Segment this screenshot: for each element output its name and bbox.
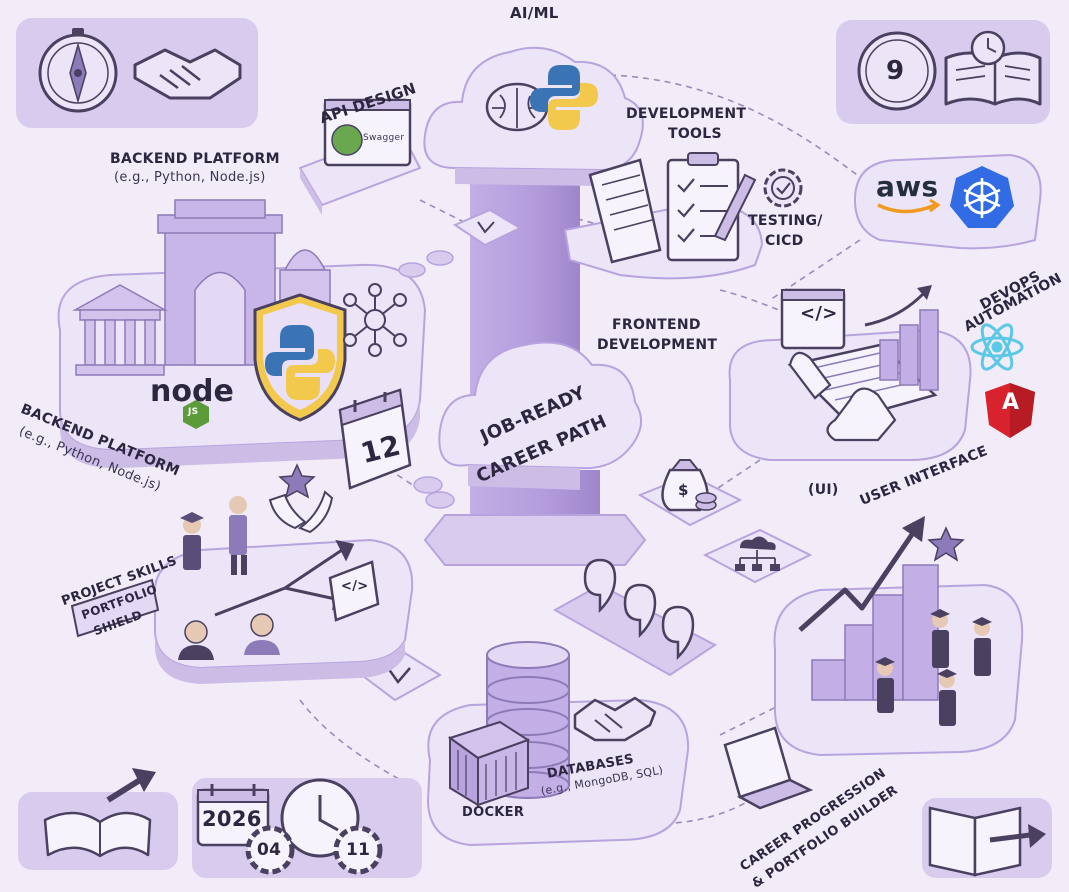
clock-icon <box>857 31 937 111</box>
alarm-clock-icon <box>280 778 360 858</box>
frontend-label-line1: FRONTEND <box>612 317 701 333</box>
checklist-icon <box>666 152 757 262</box>
swagger-label: Swagger <box>363 133 405 143</box>
temple-icon <box>72 284 168 376</box>
node-label: node <box>150 374 234 409</box>
money-bag-tile <box>637 459 743 527</box>
growth-bars-icon <box>811 564 939 701</box>
python-icon <box>530 65 598 130</box>
docker-label: DOCKER <box>462 805 525 820</box>
database-platform <box>426 641 690 847</box>
map-pin-icon <box>583 558 695 661</box>
frontend-label-line2: DEVELOPMENT <box>597 337 718 353</box>
trend-arrow-icon <box>864 285 932 327</box>
cloud-provider-platform <box>853 153 1042 250</box>
kubernetes-icon <box>950 166 1014 228</box>
code-window-small-icon <box>328 560 380 622</box>
gear-right-label: 11 <box>346 840 371 860</box>
star-icon <box>927 526 965 562</box>
node-icon <box>183 400 209 429</box>
handshake-small-icon <box>573 696 657 742</box>
compass-icon <box>38 28 118 113</box>
code-window-icon <box>780 288 846 350</box>
docker-icon <box>447 720 531 807</box>
testing-label-line1: TESTING/ <box>748 213 823 229</box>
arrow-out-icon <box>106 768 156 803</box>
calendar-2026-icon <box>196 784 270 847</box>
bottom-schedule-tile <box>192 778 422 878</box>
testing-label-line2: CICD <box>765 233 804 249</box>
git-tile-top <box>452 208 523 247</box>
backend-platform-top-title: BACKEND PLATFORM <box>110 151 280 167</box>
ai-ml-label: AI/ML <box>510 4 559 22</box>
growth-arrow-icon <box>798 516 925 632</box>
react-icon <box>970 323 1024 371</box>
code-symbol-small: </> <box>341 579 369 594</box>
book-icon <box>944 30 1042 106</box>
bar-blocks-icon <box>879 309 939 391</box>
top-left-panel <box>16 18 258 128</box>
code-symbol-label: </> <box>800 303 838 324</box>
ui-short-label: (UI) <box>808 482 839 498</box>
network-icon <box>343 283 407 357</box>
python-shield-icon <box>253 293 347 422</box>
backend-platform-area <box>57 199 427 469</box>
dev-tools-label-line2: TOOLS <box>668 126 722 142</box>
graduate-icon <box>180 496 247 575</box>
gear-icon <box>245 825 383 875</box>
bottom-left-book-tile <box>18 768 178 870</box>
open-book-icon <box>43 811 152 858</box>
project-skills-platform <box>153 463 414 684</box>
center-pillar <box>423 341 647 566</box>
career-platform <box>773 516 1024 757</box>
bottom-right-book-tile <box>922 798 1052 878</box>
aws-icon <box>877 198 941 214</box>
backend-platform-top-subtitle: (e.g., Python, Node.js) <box>114 170 266 185</box>
laptop-icon <box>723 726 814 810</box>
api-design-panel <box>298 98 422 215</box>
graduates-group-icon <box>875 609 992 726</box>
dollar-symbol: $ <box>678 481 689 499</box>
swagger-icon <box>323 98 412 167</box>
dev-tools-label-line1: DEVELOPMENT <box>626 106 747 122</box>
angular-icon <box>985 383 1035 438</box>
gear-check-icon <box>763 168 803 208</box>
aws-label: aws <box>876 170 939 203</box>
top-right-panel <box>836 20 1050 124</box>
map-pin-road <box>552 558 717 677</box>
portfolio-sign <box>70 578 160 638</box>
person-icon <box>178 613 280 660</box>
dev-tools-platform <box>563 152 803 280</box>
year-label: 2026 <box>202 807 262 831</box>
angular-letter: A <box>1002 390 1020 415</box>
hand-icon <box>788 351 897 442</box>
gear-left-label: 04 <box>257 840 282 860</box>
reading-book-icon <box>928 806 1046 877</box>
helping-hands-icon <box>268 463 334 534</box>
frontend-platform <box>728 285 972 461</box>
node-js-badge: JS <box>188 407 199 417</box>
cloud-network-tile <box>702 528 813 584</box>
money-bag-icon <box>661 459 717 512</box>
clock-number-label: 9 <box>886 56 905 86</box>
handshake-icon <box>133 48 242 100</box>
document-icon <box>588 158 662 264</box>
calendar-icon <box>338 388 412 490</box>
